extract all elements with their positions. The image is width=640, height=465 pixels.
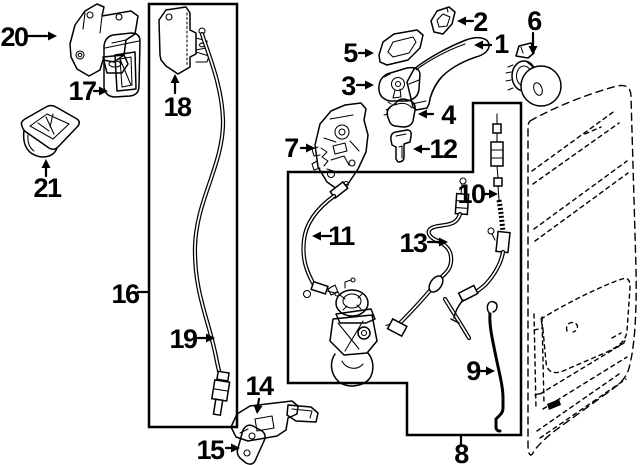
callout-5-label[interactable]: 5 xyxy=(343,38,360,68)
callout-6-label[interactable]: 6 xyxy=(527,6,544,36)
callout-20-label[interactable]: 20 xyxy=(0,22,29,52)
part-7-latch-drawing xyxy=(311,102,369,190)
callout-13-label[interactable]: 13 xyxy=(399,228,429,258)
callout-21-arrowhead xyxy=(41,159,51,168)
callout-21-label[interactable]: 21 xyxy=(33,173,63,203)
part-12-clip-drawing xyxy=(390,129,412,163)
latch-assembly-drawing xyxy=(327,277,378,387)
callout-9-arrowhead xyxy=(486,366,495,376)
callout-19-label[interactable]: 19 xyxy=(169,324,199,354)
callout-13-arrowhead xyxy=(439,237,448,247)
callout-11-label[interactable]: 11 xyxy=(328,221,357,251)
callout-3-label[interactable]: 3 xyxy=(341,71,358,101)
callout-6[interactable]: 6 xyxy=(527,6,544,55)
callout-17[interactable]: 17 xyxy=(68,76,108,106)
callout-12-arrowhead xyxy=(413,144,422,154)
part-13-cable-drawing xyxy=(385,177,472,341)
callout-7-label[interactable]: 7 xyxy=(284,133,300,163)
callout-20[interactable]: 20 xyxy=(0,22,57,52)
callout-11-arrowhead xyxy=(312,231,321,241)
callout-10-label[interactable]: 10 xyxy=(457,179,486,209)
callout-16[interactable]: 16 xyxy=(111,279,150,309)
callout-9-label[interactable]: 9 xyxy=(466,356,483,386)
callout-17-label[interactable]: 17 xyxy=(68,76,97,106)
part-11-cable-drawing xyxy=(301,180,350,299)
callout-12-label[interactable]: 12 xyxy=(429,134,458,164)
part-5-pad-drawing xyxy=(378,29,424,66)
part-17-bumper-drawing xyxy=(103,32,141,98)
callout-1-label[interactable]: 1 xyxy=(494,29,511,59)
callout-6-arrowhead xyxy=(528,46,538,55)
callout-4-arrowhead xyxy=(418,109,427,119)
callout-2-label[interactable]: 2 xyxy=(473,7,489,37)
callout-4-label[interactable]: 4 xyxy=(441,100,458,130)
callout-5[interactable]: 5 xyxy=(343,38,374,68)
part-15-shim-plate-drawing xyxy=(236,424,266,465)
callout-10[interactable]: 10 xyxy=(457,179,498,209)
callout-10-arrowhead xyxy=(489,189,498,199)
callout-3-arrowhead xyxy=(365,80,374,90)
callout-14-arrowhead xyxy=(253,405,263,414)
callout-18-arrowhead xyxy=(170,74,180,83)
callout-13[interactable]: 13 xyxy=(399,228,448,258)
callout-2[interactable]: 2 xyxy=(457,7,489,37)
part-19-release-cable-drawing xyxy=(192,27,231,417)
callout-1[interactable]: 1 xyxy=(474,29,511,59)
callout-17-arrowhead xyxy=(99,86,108,96)
callout-7-arrowhead xyxy=(306,143,315,153)
callout-2-arrowhead xyxy=(457,16,466,26)
callout-20-arrowhead xyxy=(48,31,57,41)
part-16-group-box xyxy=(147,2,239,429)
callout-9[interactable]: 9 xyxy=(466,356,495,386)
part-3-end-cap-drawing xyxy=(378,66,421,102)
part-8-group-box xyxy=(286,101,523,437)
callout-14-label[interactable]: 14 xyxy=(245,371,275,401)
callout-15-label[interactable]: 15 xyxy=(196,435,226,465)
part-20-bracket-drawing xyxy=(69,3,139,77)
callout-18[interactable]: 18 xyxy=(163,74,193,122)
callout-5-arrowhead xyxy=(365,48,374,58)
callout-14[interactable]: 14 xyxy=(245,371,275,414)
part-14-striker-drawing xyxy=(230,400,319,442)
rear-door-outline-drawing xyxy=(527,84,637,456)
callout-16-label[interactable]: 16 xyxy=(111,279,141,309)
part-2-gasket-drawing xyxy=(430,6,456,35)
part-10-cable-drawing xyxy=(450,113,511,324)
callout-3[interactable]: 3 xyxy=(341,71,374,101)
callout-7[interactable]: 7 xyxy=(284,133,315,163)
part-6-lock-cylinder-drawing xyxy=(505,42,562,107)
callout-21[interactable]: 21 xyxy=(33,159,63,203)
part-4-cover-cap-drawing xyxy=(383,98,416,128)
callout-18-label[interactable]: 18 xyxy=(163,92,193,122)
part-21-handle-cup-drawing xyxy=(20,104,81,158)
door-dark-detail-patch xyxy=(547,399,561,410)
callout-15-arrowhead xyxy=(231,443,240,453)
callout-12[interactable]: 12 xyxy=(413,134,458,164)
callout-15[interactable]: 15 xyxy=(196,435,240,465)
callout-19-arrowhead xyxy=(206,333,215,343)
callout-11[interactable]: 11 xyxy=(312,221,357,251)
callout-8[interactable]: 8 xyxy=(454,434,471,465)
callout-19[interactable]: 19 xyxy=(169,324,215,354)
callout-1-arrowhead xyxy=(474,40,483,50)
part-1-door-handle-drawing xyxy=(406,36,490,111)
part-18-latch-bracket-drawing xyxy=(158,6,210,75)
callout-4[interactable]: 4 xyxy=(418,100,458,130)
callout-8-label[interactable]: 8 xyxy=(454,439,471,465)
part-9-lock-rod-drawing xyxy=(486,300,505,433)
